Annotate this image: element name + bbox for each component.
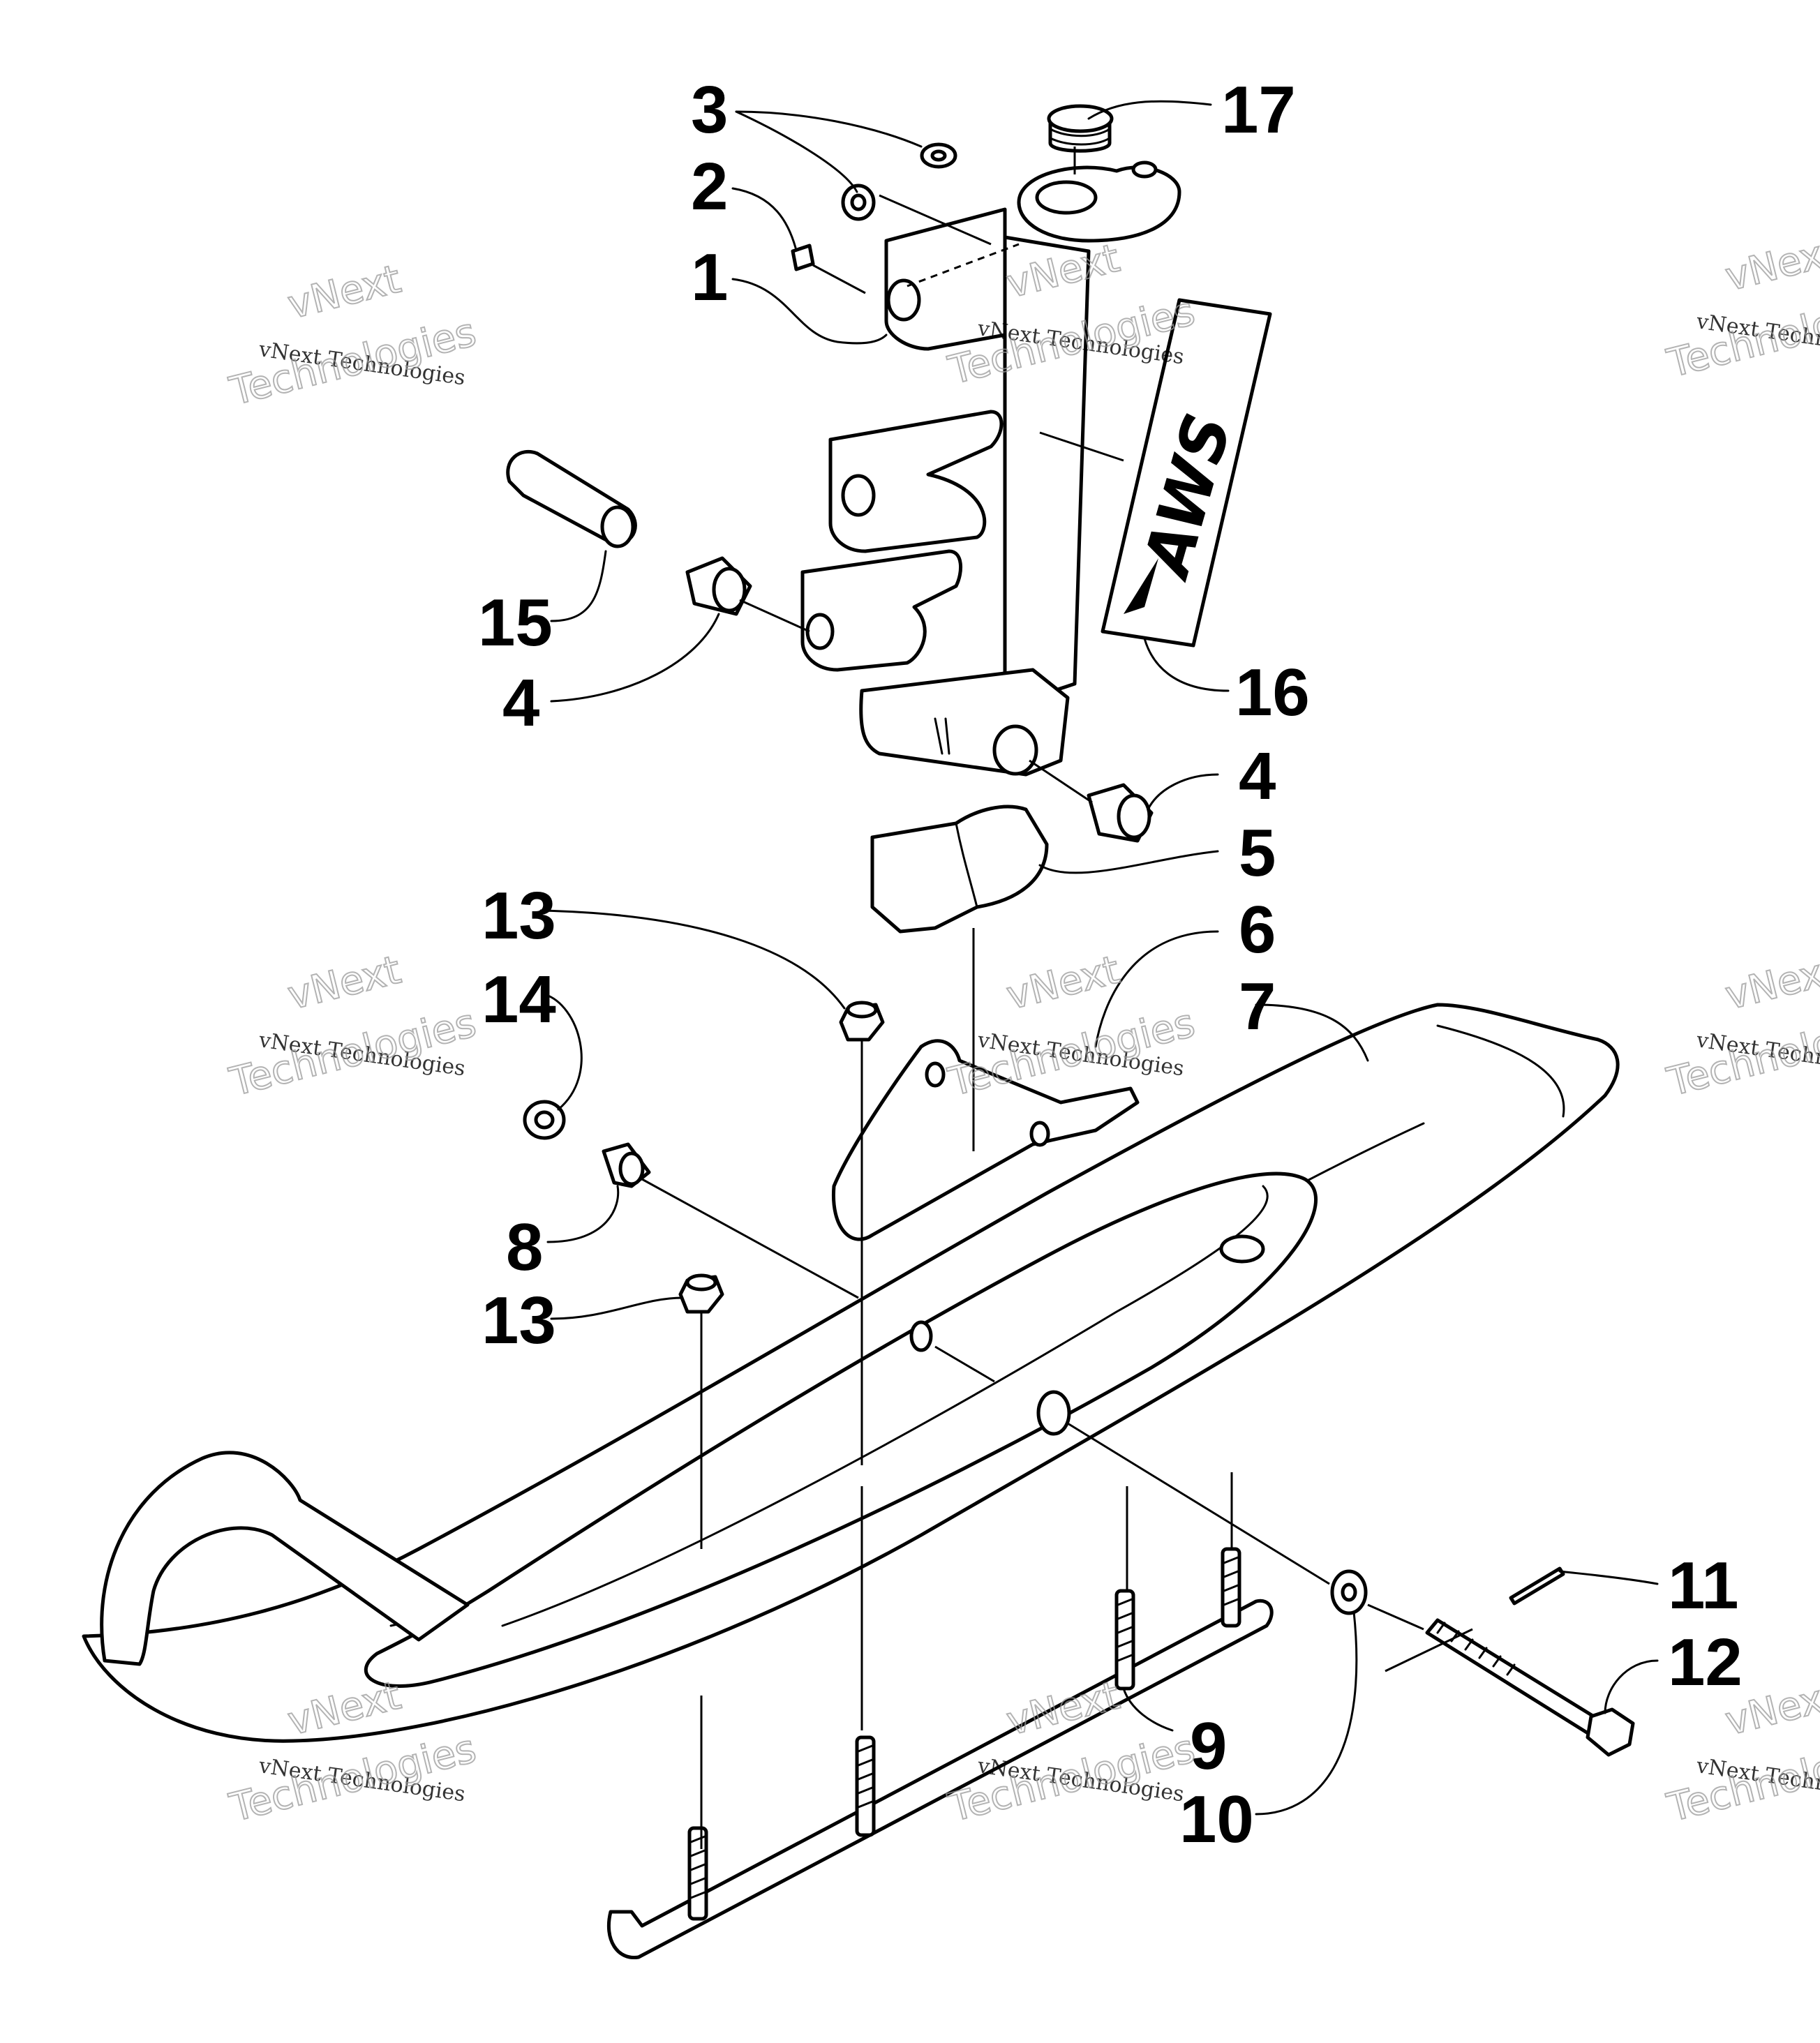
ski xyxy=(82,1003,1620,1743)
nut-upper xyxy=(839,1001,885,1042)
watermark: vNext vNext Technologies Technologies xyxy=(1662,947,1820,1107)
cotter-pin-11 xyxy=(1509,1566,1565,1606)
watermark: vNext vNext Technologies Technologies xyxy=(225,256,482,416)
steering-arm-hole xyxy=(1131,160,1158,179)
leader-lines xyxy=(539,100,1659,1816)
spindle-base-hole xyxy=(992,724,1038,776)
spindle-a-arm-mount-lower xyxy=(800,549,963,672)
callout-15: 15 xyxy=(478,585,553,660)
callout-12: 12 xyxy=(1668,1625,1743,1700)
spindle-a-arm-mount-upper xyxy=(828,410,1004,553)
saddle-ridge xyxy=(955,822,978,908)
washer-top-inner xyxy=(930,149,947,162)
ski-hole-rear xyxy=(1219,1234,1265,1264)
aws-decal-swoosh xyxy=(1124,558,1158,614)
ski-recess xyxy=(364,1172,1318,1688)
lower-mount-hole xyxy=(805,613,835,650)
callout-7: 7 xyxy=(1239,969,1276,1044)
svg-text:Technologies: Technologies xyxy=(225,1001,481,1105)
watermark: vNext vNext Technologies Technologies xyxy=(943,947,1200,1107)
callout-16: 16 xyxy=(1235,655,1310,730)
upper-mount-hole xyxy=(841,474,876,517)
wear-bar-stud-4 xyxy=(1221,1547,1241,1628)
sleeve-end xyxy=(600,505,635,548)
cotter-pin xyxy=(934,717,950,755)
callout-3: 3 xyxy=(691,73,728,147)
bracket-hole-2 xyxy=(1029,1121,1050,1147)
wear-bar-stud-2 xyxy=(855,1735,876,1837)
nut-lower xyxy=(678,1273,724,1314)
grease-fitting-hole xyxy=(886,278,921,322)
ski-hole-main xyxy=(1036,1390,1071,1436)
callout-14: 14 xyxy=(482,962,556,1037)
callout-8: 8 xyxy=(506,1210,543,1285)
spacer xyxy=(602,1142,651,1188)
plug xyxy=(1047,104,1114,153)
ski-recess-inner xyxy=(501,1185,1269,1627)
nut-14 xyxy=(523,1100,566,1140)
assembly-lines xyxy=(641,147,1473,1849)
watermark: vNext vNext Technologies Technologies xyxy=(225,947,482,1107)
svg-text:vNext: vNext xyxy=(1721,229,1820,301)
callout-numbers: 3 2 1 17 15 4 16 4 5 13 6 14 7 8 13 11 1… xyxy=(478,73,1743,1857)
bolt xyxy=(1425,1618,1635,1757)
wear-bar-stud-3 xyxy=(1114,1589,1135,1691)
callout-4-right: 4 xyxy=(1239,739,1276,814)
callout-17: 17 xyxy=(1221,73,1296,147)
spindle xyxy=(800,160,1181,777)
callout-10: 10 xyxy=(1179,1782,1254,1857)
callout-1: 1 xyxy=(691,240,728,315)
bushing-top-inner xyxy=(850,193,867,211)
wear-bar-body xyxy=(606,1599,1274,1960)
callout-6: 6 xyxy=(1239,892,1276,967)
svg-text:Technologies: Technologies xyxy=(225,310,481,414)
callout-11: 11 xyxy=(1668,1548,1738,1623)
wear-bar-stud-1 xyxy=(687,1826,708,1921)
callout-2: 2 xyxy=(691,149,728,224)
watermark: vNext vNext Technologies Technologies xyxy=(1662,228,1820,388)
aws-decal-plate xyxy=(1101,298,1272,648)
svg-text:Technologies: Technologies xyxy=(944,1001,1200,1105)
spindle-tube xyxy=(1003,235,1091,703)
bushing-right xyxy=(1087,783,1154,843)
ski-hole-front xyxy=(909,1320,933,1352)
wear-bar xyxy=(606,1547,1274,1960)
spindle-top-hole xyxy=(1035,180,1098,215)
callout-13-lower: 13 xyxy=(482,1283,556,1358)
callout-5: 5 xyxy=(1239,816,1276,890)
bracket-hole-1 xyxy=(925,1061,946,1088)
svg-text:vNext: vNext xyxy=(283,257,405,329)
bushing-left xyxy=(685,556,752,616)
ski-ridge xyxy=(1436,1024,1565,1118)
callout-13-upper: 13 xyxy=(482,878,556,953)
svg-text:Technologies: Technologies xyxy=(944,1726,1200,1831)
grease-fitting xyxy=(791,244,815,271)
callout-9: 9 xyxy=(1190,1709,1227,1783)
svg-text:vNext: vNext xyxy=(283,948,405,1019)
callout-4-left: 4 xyxy=(502,666,539,740)
aws-decal: AWS xyxy=(1101,298,1272,648)
ski-front-loop xyxy=(100,1451,470,1666)
ski-saddle xyxy=(870,805,1049,934)
svg-text:vNext: vNext xyxy=(1721,948,1820,1019)
ski-bracket xyxy=(831,1039,1140,1241)
washer-10 xyxy=(1330,1569,1368,1615)
